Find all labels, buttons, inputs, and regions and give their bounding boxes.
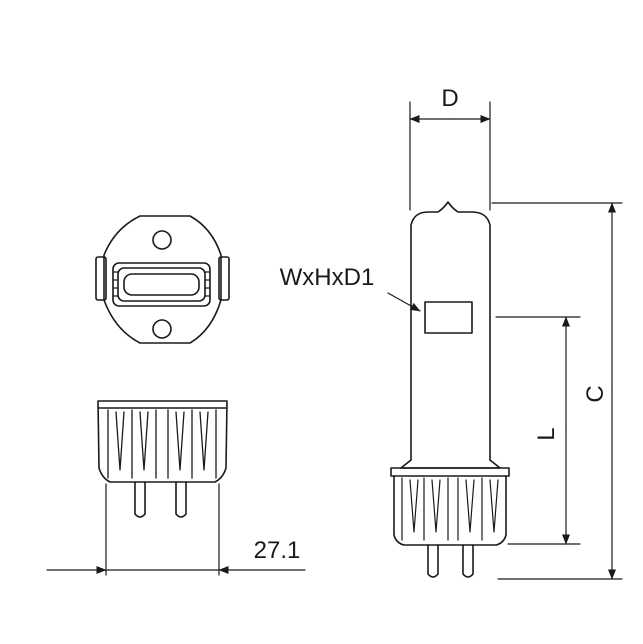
bottom-hole <box>152 319 172 339</box>
base-side-view <box>97 400 228 518</box>
overall-length-dimension <box>491 202 623 580</box>
diameter-dimension <box>409 101 491 211</box>
slot-teeth-right <box>204 271 211 297</box>
top-hole <box>152 230 172 250</box>
base-width-label: 27.1 <box>254 537 301 564</box>
overall-length-label: C <box>582 385 609 402</box>
lamp-left-pin <box>427 544 439 578</box>
contact-slot-mid <box>117 267 206 302</box>
contact-slot-inner <box>123 273 200 296</box>
lamp-side-view <box>390 201 510 578</box>
base-right-notch <box>218 256 230 301</box>
light-center-dimension <box>495 316 581 545</box>
base-top-view <box>95 215 230 344</box>
contact-slot-outer <box>112 262 211 307</box>
window-dims-label: WxHxD1 <box>280 264 375 291</box>
window-leader-arrow <box>387 292 421 312</box>
base-top-outline <box>103 215 222 344</box>
lamp-right-pin <box>462 544 474 578</box>
slot-teeth-left <box>112 271 119 297</box>
lamp-base-fins <box>401 477 499 541</box>
base-side-fins <box>107 409 217 479</box>
lamp-envelope <box>410 201 491 461</box>
lamp-base-body <box>393 475 507 546</box>
base-side-outline <box>97 400 228 483</box>
lamp-neck <box>400 459 501 469</box>
left-pin <box>134 481 146 518</box>
light-center-label: L <box>533 427 560 440</box>
base-left-notch <box>95 256 107 301</box>
right-pin <box>175 481 187 518</box>
lamp-base-collar <box>390 467 510 477</box>
base-width-dimension <box>46 483 306 576</box>
diameter-label: D <box>441 85 458 112</box>
lamp-window-label-box <box>424 301 473 334</box>
